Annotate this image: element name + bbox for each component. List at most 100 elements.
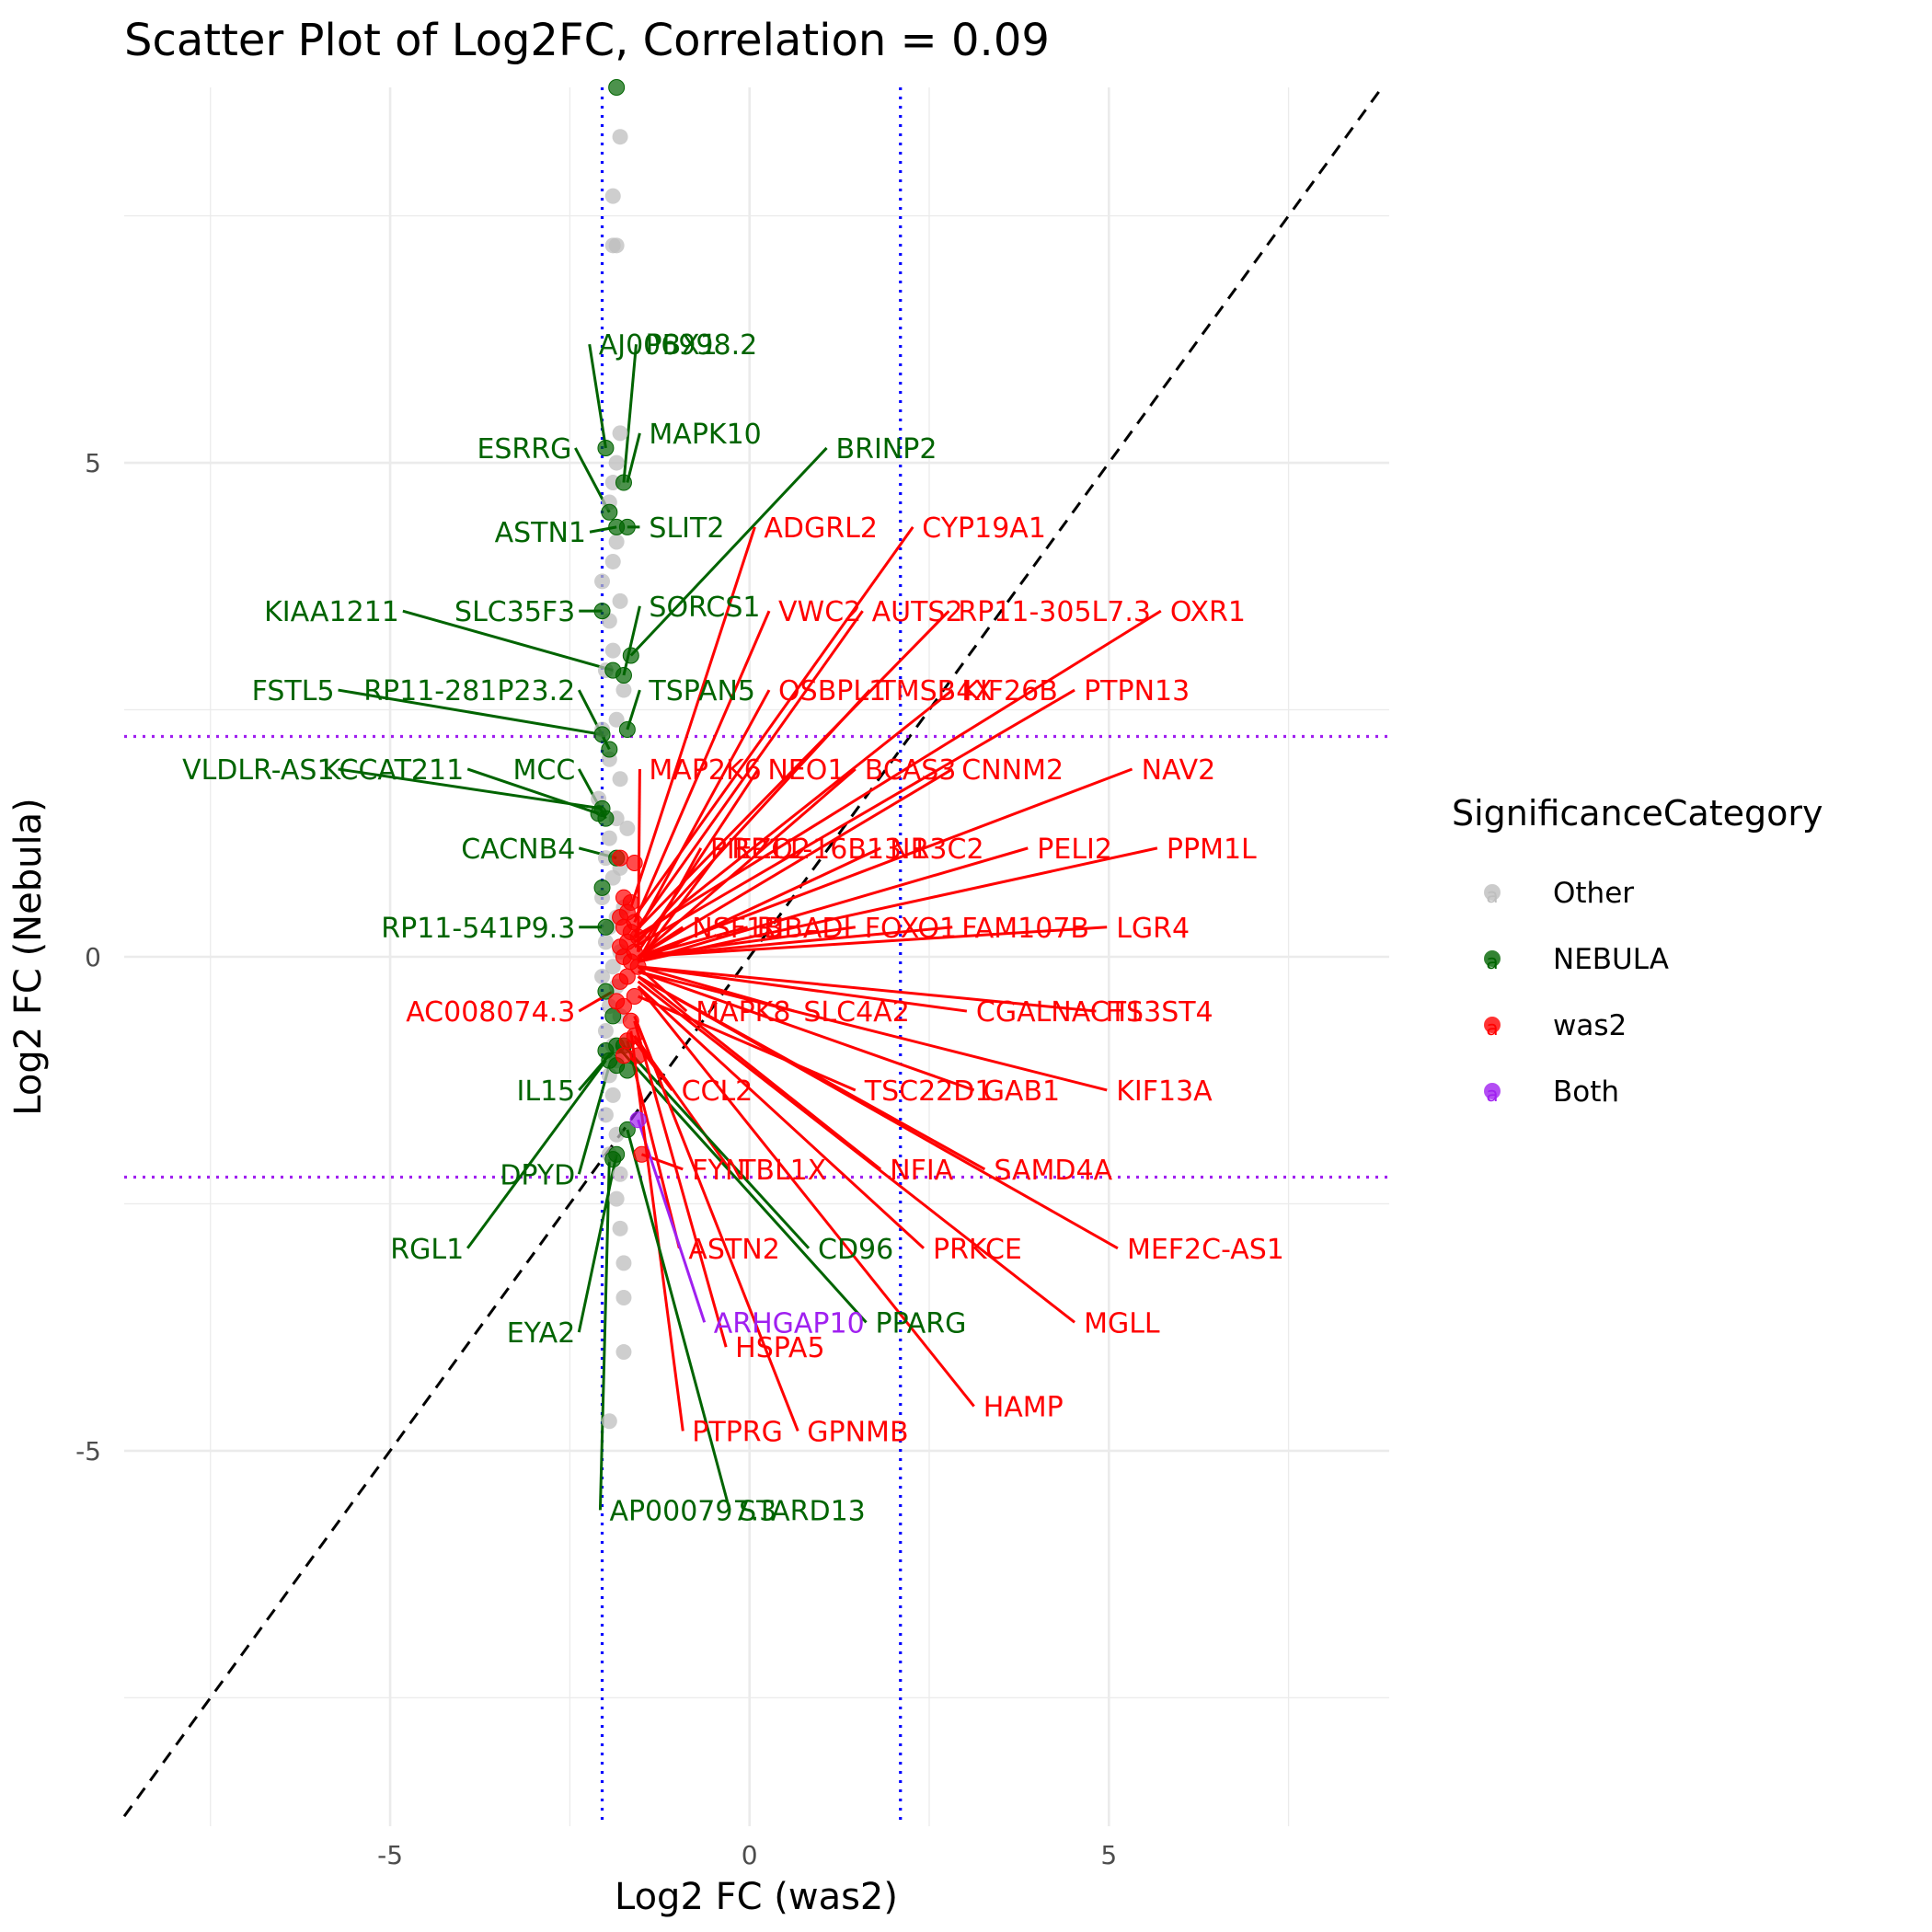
legend-key-was2 xyxy=(1484,1017,1501,1033)
gene-label: PPARG xyxy=(876,1307,967,1340)
gene-label: SLC4A2 xyxy=(803,996,909,1029)
legend-label-both: Both xyxy=(1553,1075,1619,1109)
legend-key-glyph: a xyxy=(1486,885,1498,908)
point-other xyxy=(615,1344,632,1361)
reference-lines xyxy=(122,86,1389,1826)
leader-line xyxy=(637,847,703,963)
gene-label: TBL1X xyxy=(738,1155,826,1187)
point-other xyxy=(604,1087,621,1103)
label-leader-lines xyxy=(338,343,1162,1511)
leader-line xyxy=(638,926,856,959)
point-other xyxy=(608,454,625,471)
gene-label: MCC xyxy=(513,754,576,787)
leader-line xyxy=(637,767,857,959)
point-other xyxy=(612,425,628,442)
point-other xyxy=(604,642,621,659)
leader-line xyxy=(637,846,724,963)
gene-label: CCL2 xyxy=(682,1075,753,1108)
gene-label: PELI2 xyxy=(1037,834,1112,866)
gene-label: SLC35F3 xyxy=(454,596,575,628)
leader-line xyxy=(626,432,641,483)
legend-label-other: Other xyxy=(1553,877,1634,910)
point-nebula xyxy=(597,810,615,827)
point-was2 xyxy=(626,1027,643,1044)
point-nebula xyxy=(618,721,636,739)
leader-line xyxy=(577,1154,618,1333)
point-other xyxy=(597,1023,614,1040)
gene-label: IL15 xyxy=(517,1075,576,1108)
point-nebula xyxy=(615,474,632,491)
gene-label: KCCAT211 xyxy=(322,754,464,787)
gene-label: NAV2 xyxy=(1142,754,1216,787)
gene-label: FOXO1 xyxy=(865,913,957,945)
leader-line xyxy=(637,846,881,963)
gene-label: MAP2K6 xyxy=(649,754,761,787)
leader-line xyxy=(622,344,638,483)
point-nebula xyxy=(597,983,615,1000)
leader-line xyxy=(637,689,871,943)
gene-label: TSPAN5 xyxy=(648,675,755,707)
leader-line xyxy=(637,975,882,1171)
leader-line xyxy=(402,609,614,673)
gene-label: STARD13 xyxy=(739,1495,866,1527)
gene-label: FSTL5 xyxy=(252,675,335,707)
legend-label-was2: was2 xyxy=(1553,1009,1627,1042)
gene-label: RP11-541P9.3 xyxy=(381,913,575,945)
gene-label: KIAA1211 xyxy=(264,596,399,628)
gene-label: ASTN1 xyxy=(495,517,586,549)
point-other xyxy=(604,237,621,254)
gene-label: FAM107B xyxy=(961,913,1089,945)
leader-line xyxy=(638,846,1158,963)
leader-line xyxy=(638,926,748,959)
leader-line xyxy=(638,970,1108,1092)
point-other xyxy=(601,830,617,846)
gene-label: ESRRG xyxy=(477,433,571,466)
y-axis-label: Log2 FC (Nebula) xyxy=(7,798,50,1115)
point-other xyxy=(604,188,621,204)
leader-line xyxy=(629,1030,684,1432)
gene-label: ADGRL2 xyxy=(764,512,878,545)
point-was2 xyxy=(626,987,643,1005)
point-was2 xyxy=(622,1012,639,1029)
gene-label: NFIA xyxy=(890,1155,954,1187)
point-nebula xyxy=(601,503,618,521)
point-nebula xyxy=(593,603,611,620)
point-other xyxy=(594,573,611,590)
leader-line xyxy=(633,689,771,938)
point-both xyxy=(629,1111,647,1129)
gene-label: CD96 xyxy=(818,1234,893,1266)
leader-line xyxy=(633,1015,799,1432)
leader-line xyxy=(588,343,607,449)
leader-line xyxy=(637,985,975,1408)
gene-label: PRKCE xyxy=(933,1234,1022,1266)
point-nebula xyxy=(618,1062,636,1079)
leader-line xyxy=(466,1059,607,1249)
leader-line xyxy=(629,446,828,657)
leader-line xyxy=(638,965,968,1013)
point-other xyxy=(612,129,628,145)
gene-label: GPNMB xyxy=(807,1416,908,1448)
legend-key-glyph: a xyxy=(1486,1018,1498,1041)
leader-line xyxy=(637,768,760,953)
leader-line xyxy=(637,985,926,1249)
point-other xyxy=(604,959,621,975)
leader-line xyxy=(637,980,1075,1324)
point-other xyxy=(608,1190,625,1207)
y-tick-label: -5 xyxy=(75,1436,101,1466)
gene-label: VLDLR-AS1 xyxy=(182,754,335,787)
gene-label: BCAS3 xyxy=(865,754,957,787)
point-other xyxy=(601,1413,617,1430)
gene-label: KIF26B xyxy=(961,675,1058,707)
y-axis-ticks: -505 xyxy=(75,448,101,1466)
point-other xyxy=(604,869,621,886)
gene-label: MAPK8 xyxy=(696,996,790,1029)
leader-line xyxy=(638,846,1029,963)
point-nebula xyxy=(597,439,615,456)
gene-label: KIF13A xyxy=(1116,1075,1213,1108)
point-nebula xyxy=(608,79,626,96)
leader-line xyxy=(338,767,603,811)
leader-line xyxy=(615,1044,868,1324)
gene-label: BRINP2 xyxy=(836,433,937,466)
